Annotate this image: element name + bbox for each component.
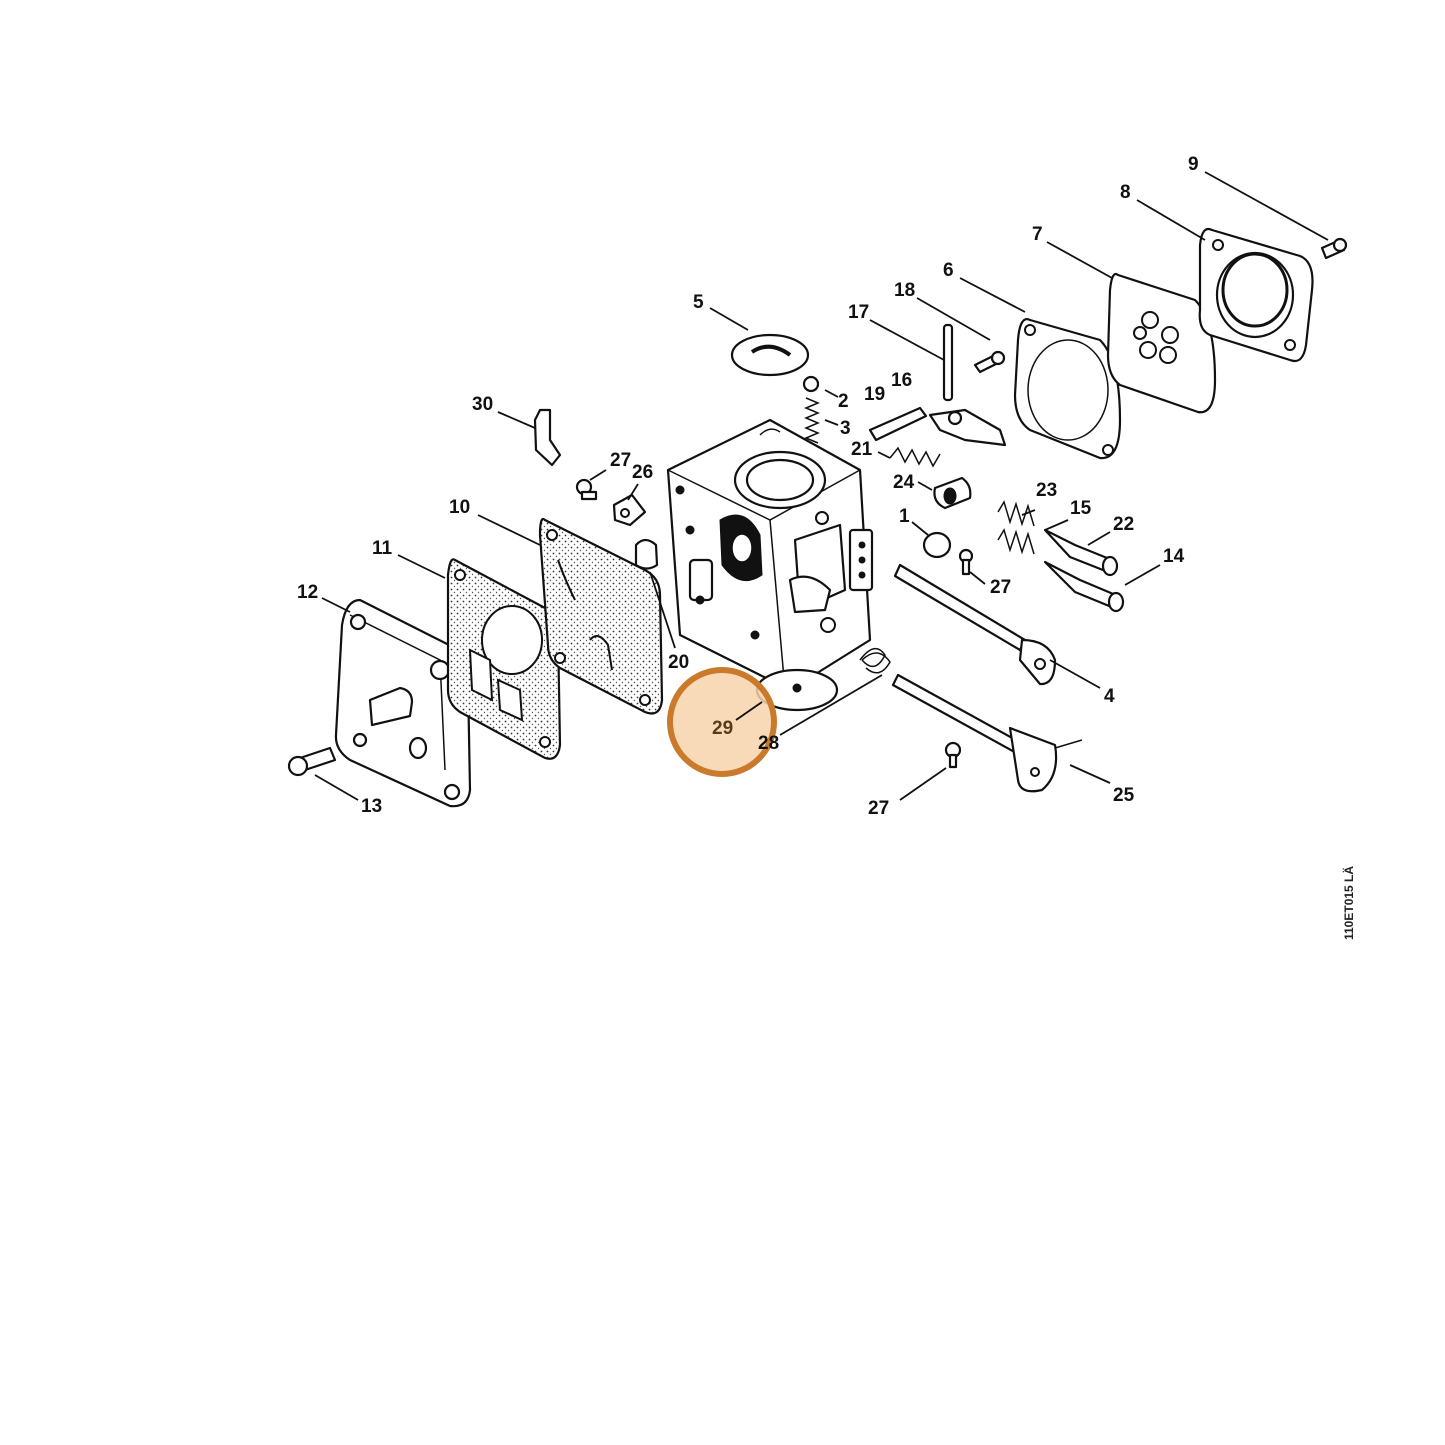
leader-lines [314,171,1329,801]
figure-code: 110ET015 LÄ [1341,866,1356,940]
carburetor-body-part [666,418,874,692]
lever-16-part [928,408,1007,447]
fitting-30-part [533,408,562,467]
throttle-shaft-4-part [893,563,1057,686]
callout-19: 19 [864,384,885,405]
callout-8: 8 [1120,182,1131,203]
choke-shaft-25-part [891,673,1083,793]
callout-25: 25 [1113,785,1135,806]
diaphragm-10-part [538,517,664,715]
needle-22-part [1043,528,1119,577]
callout-15: 15 [1070,498,1092,519]
gasket-11-part [446,558,562,760]
callout-3: 3 [840,418,851,439]
needle-14-part [1043,560,1125,613]
callout-30: 30 [472,394,493,415]
plug-24-part [933,476,972,510]
needle-19-part [868,406,928,442]
diaphragm-7-part [1106,272,1217,414]
spring-23-part [997,500,1035,527]
callout-6: 6 [943,260,954,281]
screw-27c-part [575,478,598,501]
pump-cover-8-part [1198,227,1314,363]
callout-labels: 9 8 7 6 5 18 17 16 19 2 3 21 24 1 23 15 … [297,154,1199,819]
callout-10: 10 [449,497,470,518]
callout-18: 18 [894,280,915,301]
callout-11: 11 [372,538,393,559]
spring-21-part [889,446,941,468]
callout-5: 5 [693,292,704,313]
screw-9-part [1320,237,1348,260]
callout-20: 20 [668,652,689,673]
callout-28: 28 [758,733,779,754]
callout-23: 23 [1036,480,1057,501]
callout-14: 14 [1163,546,1185,567]
cover-plate-part [334,598,472,808]
spring-15-part [997,528,1035,555]
screw-18-part [973,350,1006,374]
filter-20-part [634,538,659,570]
pin-17-part [942,323,954,402]
screw-27b-part [944,741,962,769]
callout-2: 2 [838,391,849,412]
callout-12: 12 [297,582,318,603]
valve-disc-5-part [730,333,810,377]
callout-22: 22 [1113,514,1134,535]
callout-4: 4 [1104,686,1115,707]
callout-9: 9 [1188,154,1199,175]
gasket-6-part [1013,318,1122,460]
callout-21: 21 [851,439,873,460]
callout-24: 24 [893,472,915,493]
callout-13: 13 [361,796,382,817]
spring-28-part [859,647,891,674]
clip-26-part [612,493,647,527]
ball-2-part [802,375,820,393]
callout-27-left: 27 [610,450,631,471]
callout-26: 26 [632,462,653,483]
callout-1: 1 [899,506,910,527]
callout-7: 7 [1032,224,1043,245]
plug-1-part [922,531,952,559]
callout-29: 29 [712,718,733,739]
callout-16: 16 [891,370,912,391]
spring-3-part [804,397,820,444]
screw-27-part [958,548,974,576]
callout-17: 17 [848,302,869,323]
highlight-29-circle[interactable] [667,667,777,777]
callout-27-right: 27 [990,577,1011,598]
callout-27-bottom: 27 [868,798,889,819]
screw-13-part [287,746,337,777]
